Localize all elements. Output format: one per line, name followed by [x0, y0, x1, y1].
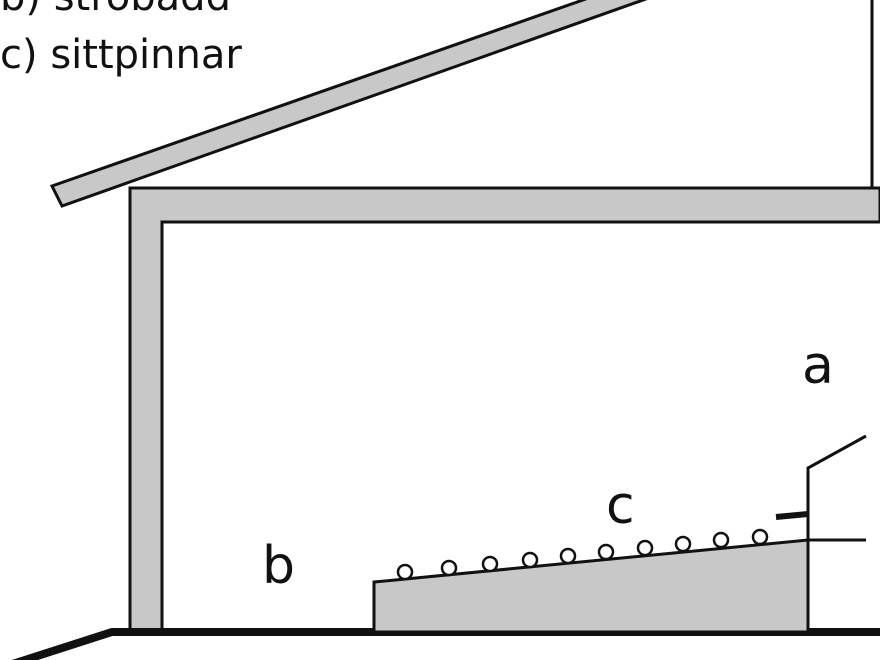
perch: [481, 555, 499, 573]
ground-line: [11, 628, 880, 660]
perch: [674, 535, 692, 553]
perch: [396, 563, 414, 581]
perch: [521, 551, 539, 569]
nest-box-perch: [775, 511, 809, 520]
nest-box-outline: [806, 434, 867, 632]
perch: [636, 539, 654, 557]
perch: [559, 547, 577, 565]
legend-item-b: b) strobädd: [0, 0, 231, 20]
perch: [751, 528, 769, 546]
perch: [597, 543, 615, 561]
perch: [712, 531, 730, 549]
label-c: c: [606, 476, 635, 536]
perches: [396, 528, 769, 581]
label-a: a: [802, 336, 834, 396]
nest-box: [775, 434, 867, 632]
roof-plank: [49, 0, 648, 208]
bedding-platform: [372, 538, 810, 634]
legend-item-c: c) sittpinnar: [0, 32, 242, 78]
label-b: b: [262, 536, 296, 596]
perch: [440, 559, 458, 577]
